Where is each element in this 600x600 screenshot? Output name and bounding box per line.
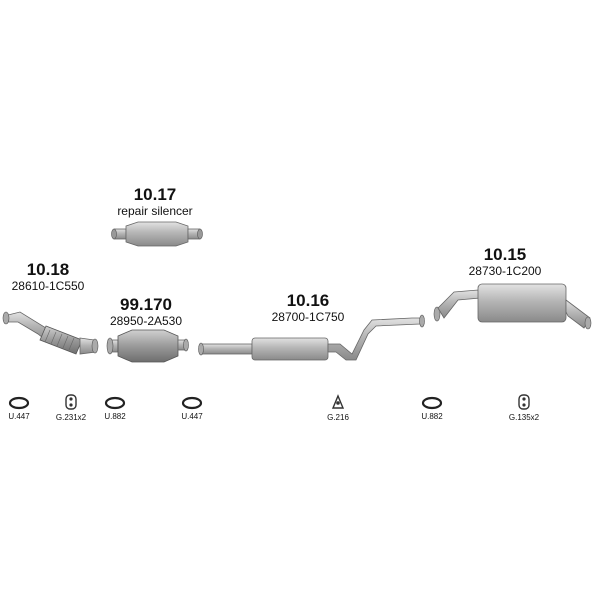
part-label-99-170: 99.170 28950-2A530 (109, 295, 183, 328)
rubber-hanger-icon (65, 394, 77, 410)
accessory-g135x2[interactable]: G.135x2 (494, 393, 554, 422)
rubber-hanger-icon (331, 394, 345, 409)
gasket-ring-icon (181, 396, 203, 410)
part-label-10-16: 10.16 28700-1C750 (271, 291, 345, 324)
catalytic-converter-99-170[interactable] (106, 329, 189, 363)
accessory-u447-2[interactable]: U.447 (162, 396, 222, 421)
accessory-u447-1[interactable]: U.447 (0, 396, 49, 421)
part-label-10-17: 10.17 repair silencer (117, 185, 193, 218)
gasket-ring-icon (104, 396, 126, 410)
accessory-g231x2[interactable]: G.231x2 (41, 393, 101, 422)
part-label-10-18: 10.18 28610-1C550 (11, 260, 85, 293)
middle-silencer-10-16[interactable] (198, 314, 425, 361)
gasket-ring-icon (421, 396, 443, 410)
rear-silencer-10-15[interactable] (433, 283, 592, 330)
rubber-hanger-icon (518, 394, 530, 410)
accessory-u882-1[interactable]: U.882 (85, 396, 145, 421)
accessory-g216[interactable]: G.216 (308, 393, 368, 422)
accessory-u882-2[interactable]: U.882 (402, 396, 462, 421)
front-pipe-10-18[interactable] (2, 311, 99, 355)
repair-silencer-10-17[interactable] (111, 221, 203, 247)
gasket-ring-icon (8, 396, 30, 410)
part-label-10-15: 10.15 28730-1C200 (468, 245, 542, 278)
